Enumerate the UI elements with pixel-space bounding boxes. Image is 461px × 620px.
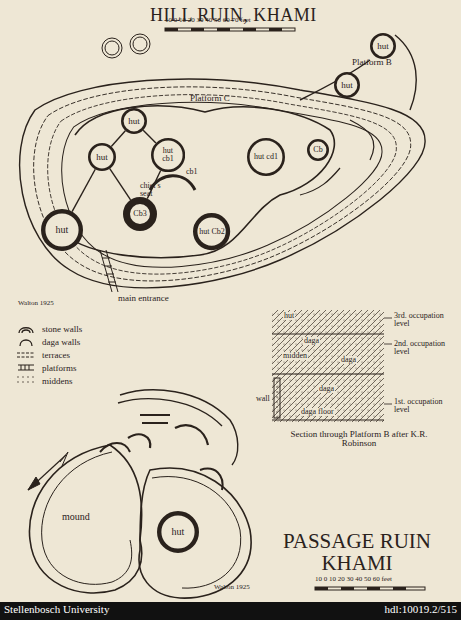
- footer-text: Stellenbosch University: [4, 604, 109, 616]
- legend-symbol: [16, 362, 36, 373]
- hut-label: Cb: [313, 146, 322, 154]
- map-label: 10 0 10 20 30 40 50 60 feet: [315, 576, 445, 583]
- wall-line: [72, 169, 95, 211]
- map-label: 3rd. occupation level: [394, 312, 456, 329]
- map-label: daga: [340, 356, 357, 364]
- hut-circle: hut: [370, 33, 396, 59]
- hut-text-box: hut Cb2: [199, 228, 225, 236]
- legend-text: terraces: [42, 350, 70, 360]
- hut-circle: hut: [334, 72, 360, 98]
- legend-row: middens: [16, 374, 82, 387]
- map-label: daga floor: [300, 408, 335, 416]
- map-label: hut: [283, 312, 295, 320]
- legend-symbol: [16, 375, 36, 386]
- legend-row: terraces: [16, 348, 82, 361]
- hut-text-box: hut: [377, 42, 389, 51]
- hut-text-box: Cb3: [133, 210, 146, 218]
- map-label: daga: [318, 385, 335, 393]
- hut-circle: Cb3: [123, 197, 157, 231]
- legend-symbol: [16, 323, 36, 334]
- legend: stone walls daga walls terraces platforms mi…: [16, 322, 82, 387]
- wall-line: [110, 169, 131, 200]
- hut-text-box: hut: [341, 81, 353, 90]
- map-label: 10 0 10 20 30 40 50 60 70 feet: [165, 17, 305, 24]
- hut-text-box: hut: [96, 153, 108, 162]
- hut-circle: hut: [157, 511, 199, 553]
- hut-label: hut cb1: [158, 147, 178, 163]
- hut-circle: Cb: [307, 139, 329, 161]
- legend-symbol: [16, 349, 36, 360]
- hut-label: hut: [172, 527, 185, 537]
- map-label: Section through Platform B after K.R. Ro…: [284, 430, 434, 449]
- map-label: Platform B: [352, 58, 392, 67]
- hut-text-box: hut: [172, 527, 185, 537]
- legend-text: stone walls: [42, 324, 82, 334]
- legend-symbol: [16, 336, 36, 347]
- hut-label: hut Cb2: [199, 228, 225, 236]
- hut-circle: hut: [88, 143, 116, 171]
- hut-label: hut: [128, 117, 140, 126]
- hut-text-box: hut cd1: [254, 153, 278, 161]
- hut-circle: hut: [41, 209, 83, 251]
- map-label: main entrance: [118, 294, 178, 303]
- hut-label: hut cd1: [254, 153, 278, 161]
- legend-text: platforms: [42, 363, 77, 373]
- map-label: mound: [62, 512, 90, 523]
- hut-label: Cb3: [133, 210, 146, 218]
- hut-text-box: hut: [128, 117, 140, 126]
- map-label: midden: [282, 352, 308, 360]
- map-label: Platform C: [190, 94, 230, 103]
- hut-label: hut: [341, 81, 353, 90]
- map-label: wall: [256, 395, 270, 403]
- wall-line: [143, 130, 156, 143]
- map-label: Walton 1925: [18, 300, 54, 307]
- wall-line: [111, 131, 125, 147]
- legend-row: stone walls: [16, 322, 82, 335]
- hut-text-box: hut cb1: [158, 147, 178, 163]
- map-label: cb1: [186, 168, 198, 176]
- hut-text-box: hut: [56, 225, 69, 235]
- map-label: daga: [303, 337, 320, 345]
- hut-circle: hut: [121, 108, 147, 134]
- hut-label: hut: [56, 225, 69, 235]
- map-label: Walton 1925: [214, 584, 250, 591]
- map-label: 1st. occupation level: [394, 398, 456, 415]
- hut-circle: hut cd1: [247, 138, 285, 176]
- legend-text: daga walls: [42, 337, 80, 347]
- map-label: chief's seat: [140, 182, 172, 199]
- hut-circle: hut cb1: [151, 138, 185, 172]
- footer-text: hdl:10019.2/515: [385, 604, 457, 616]
- map-label: 2nd. occupation level: [394, 340, 456, 357]
- legend-row: daga walls: [16, 335, 82, 348]
- hut-circle: hut Cb2: [193, 213, 230, 250]
- legend-row: platforms: [16, 361, 82, 374]
- hut-label: hut: [96, 153, 108, 162]
- hut-text-box: Cb: [313, 146, 322, 154]
- legend-text: middens: [42, 376, 73, 386]
- hut-label: hut: [377, 42, 389, 51]
- map-label: PASSAGE RUIN KHAMI: [262, 530, 452, 574]
